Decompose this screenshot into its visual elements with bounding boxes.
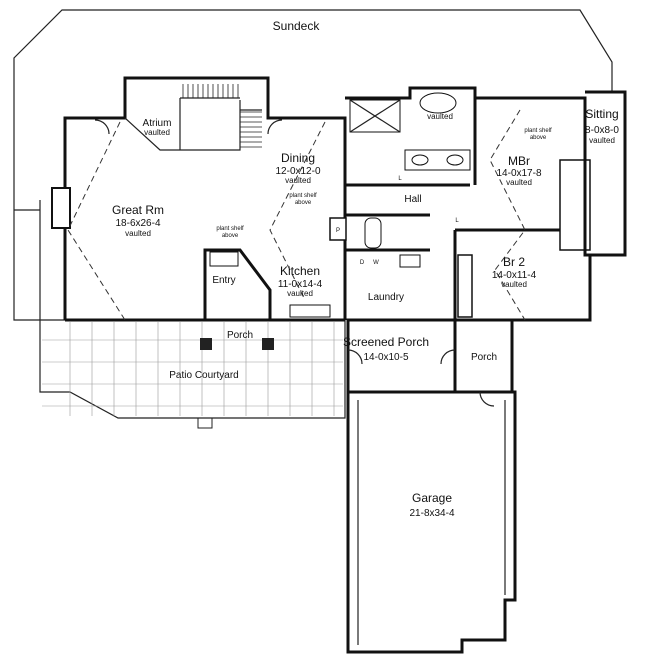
room-note-atrium: vaulted (144, 128, 170, 137)
room-label-kitchen: Kitchen (280, 264, 320, 278)
room-label-porch-side: Porch (471, 352, 497, 363)
label-dryer: D (360, 260, 365, 266)
note-plant-shelf-2-b: above (295, 200, 312, 206)
room-label-mbr: MBr (508, 154, 530, 168)
note-plant-shelf-2: plant shelf (289, 193, 317, 199)
room-label-porch-front: Porch (227, 330, 253, 341)
room-label-hall: Hall (404, 194, 421, 205)
label-linen-1: L (398, 176, 402, 182)
vault-lines (67, 121, 326, 321)
room-label-sitting: Sitting (585, 107, 618, 121)
room-label-great-rm: Great Rm (112, 203, 164, 217)
room-dims-br2: 14-0x11-4 (492, 270, 537, 281)
room-label-dining: Dining (281, 151, 315, 165)
room-label-entry: Entry (212, 275, 235, 286)
label-linen-2: L (455, 218, 459, 224)
room-dims-sitting: 8-0x8-0 (585, 125, 619, 136)
note-plant-shelf-3: plant shelf (524, 128, 552, 134)
room-note-sitting: vaulted (589, 136, 615, 145)
room-dims-screened-porch: 14-0x10-5 (363, 352, 408, 363)
room-label-atrium: Atrium (143, 118, 172, 129)
living-wing-walls (51, 76, 347, 322)
label-pantry: P (336, 228, 340, 234)
room-label-screened-porch: Screened Porch (343, 335, 429, 349)
room-label-patio: Patio Courtyard (169, 370, 238, 381)
room-note-bath: vaulted (427, 112, 453, 121)
room-label-garage: Garage (412, 491, 452, 505)
room-note-kitchen: vaulted (287, 289, 313, 298)
room-note-br2: vaulted (501, 280, 527, 289)
sundeck-outline (13, 9, 613, 321)
note-plant-shelf-1-b: above (222, 233, 239, 239)
note-plant-shelf-3-b: above (530, 135, 547, 141)
room-dims-kitchen: 11-0x14-4 (278, 279, 323, 290)
room-dims-great-rm: 18-6x26-4 (115, 218, 160, 229)
room-label-br2: Br 2 (503, 255, 525, 269)
room-dims-mbr: 14-0x17-8 (496, 168, 541, 179)
bedroom-wing-walls (345, 86, 627, 322)
room-label-sundeck: Sundeck (273, 19, 321, 33)
note-plant-shelf-1: plant shelf (216, 226, 244, 232)
patio-courtyard (39, 319, 346, 429)
room-note-mbr: vaulted (506, 178, 532, 187)
room-note-great-rm: vaulted (125, 229, 151, 238)
room-note-dining: vaulted (285, 176, 311, 185)
porch-garage-walls (346, 318, 517, 654)
room-dims-garage: 21-8x34-4 (409, 508, 454, 519)
room-dims-dining: 12-0x12-0 (275, 166, 320, 177)
room-label-laundry: Laundry (368, 292, 404, 303)
label-washer: W (373, 260, 379, 266)
